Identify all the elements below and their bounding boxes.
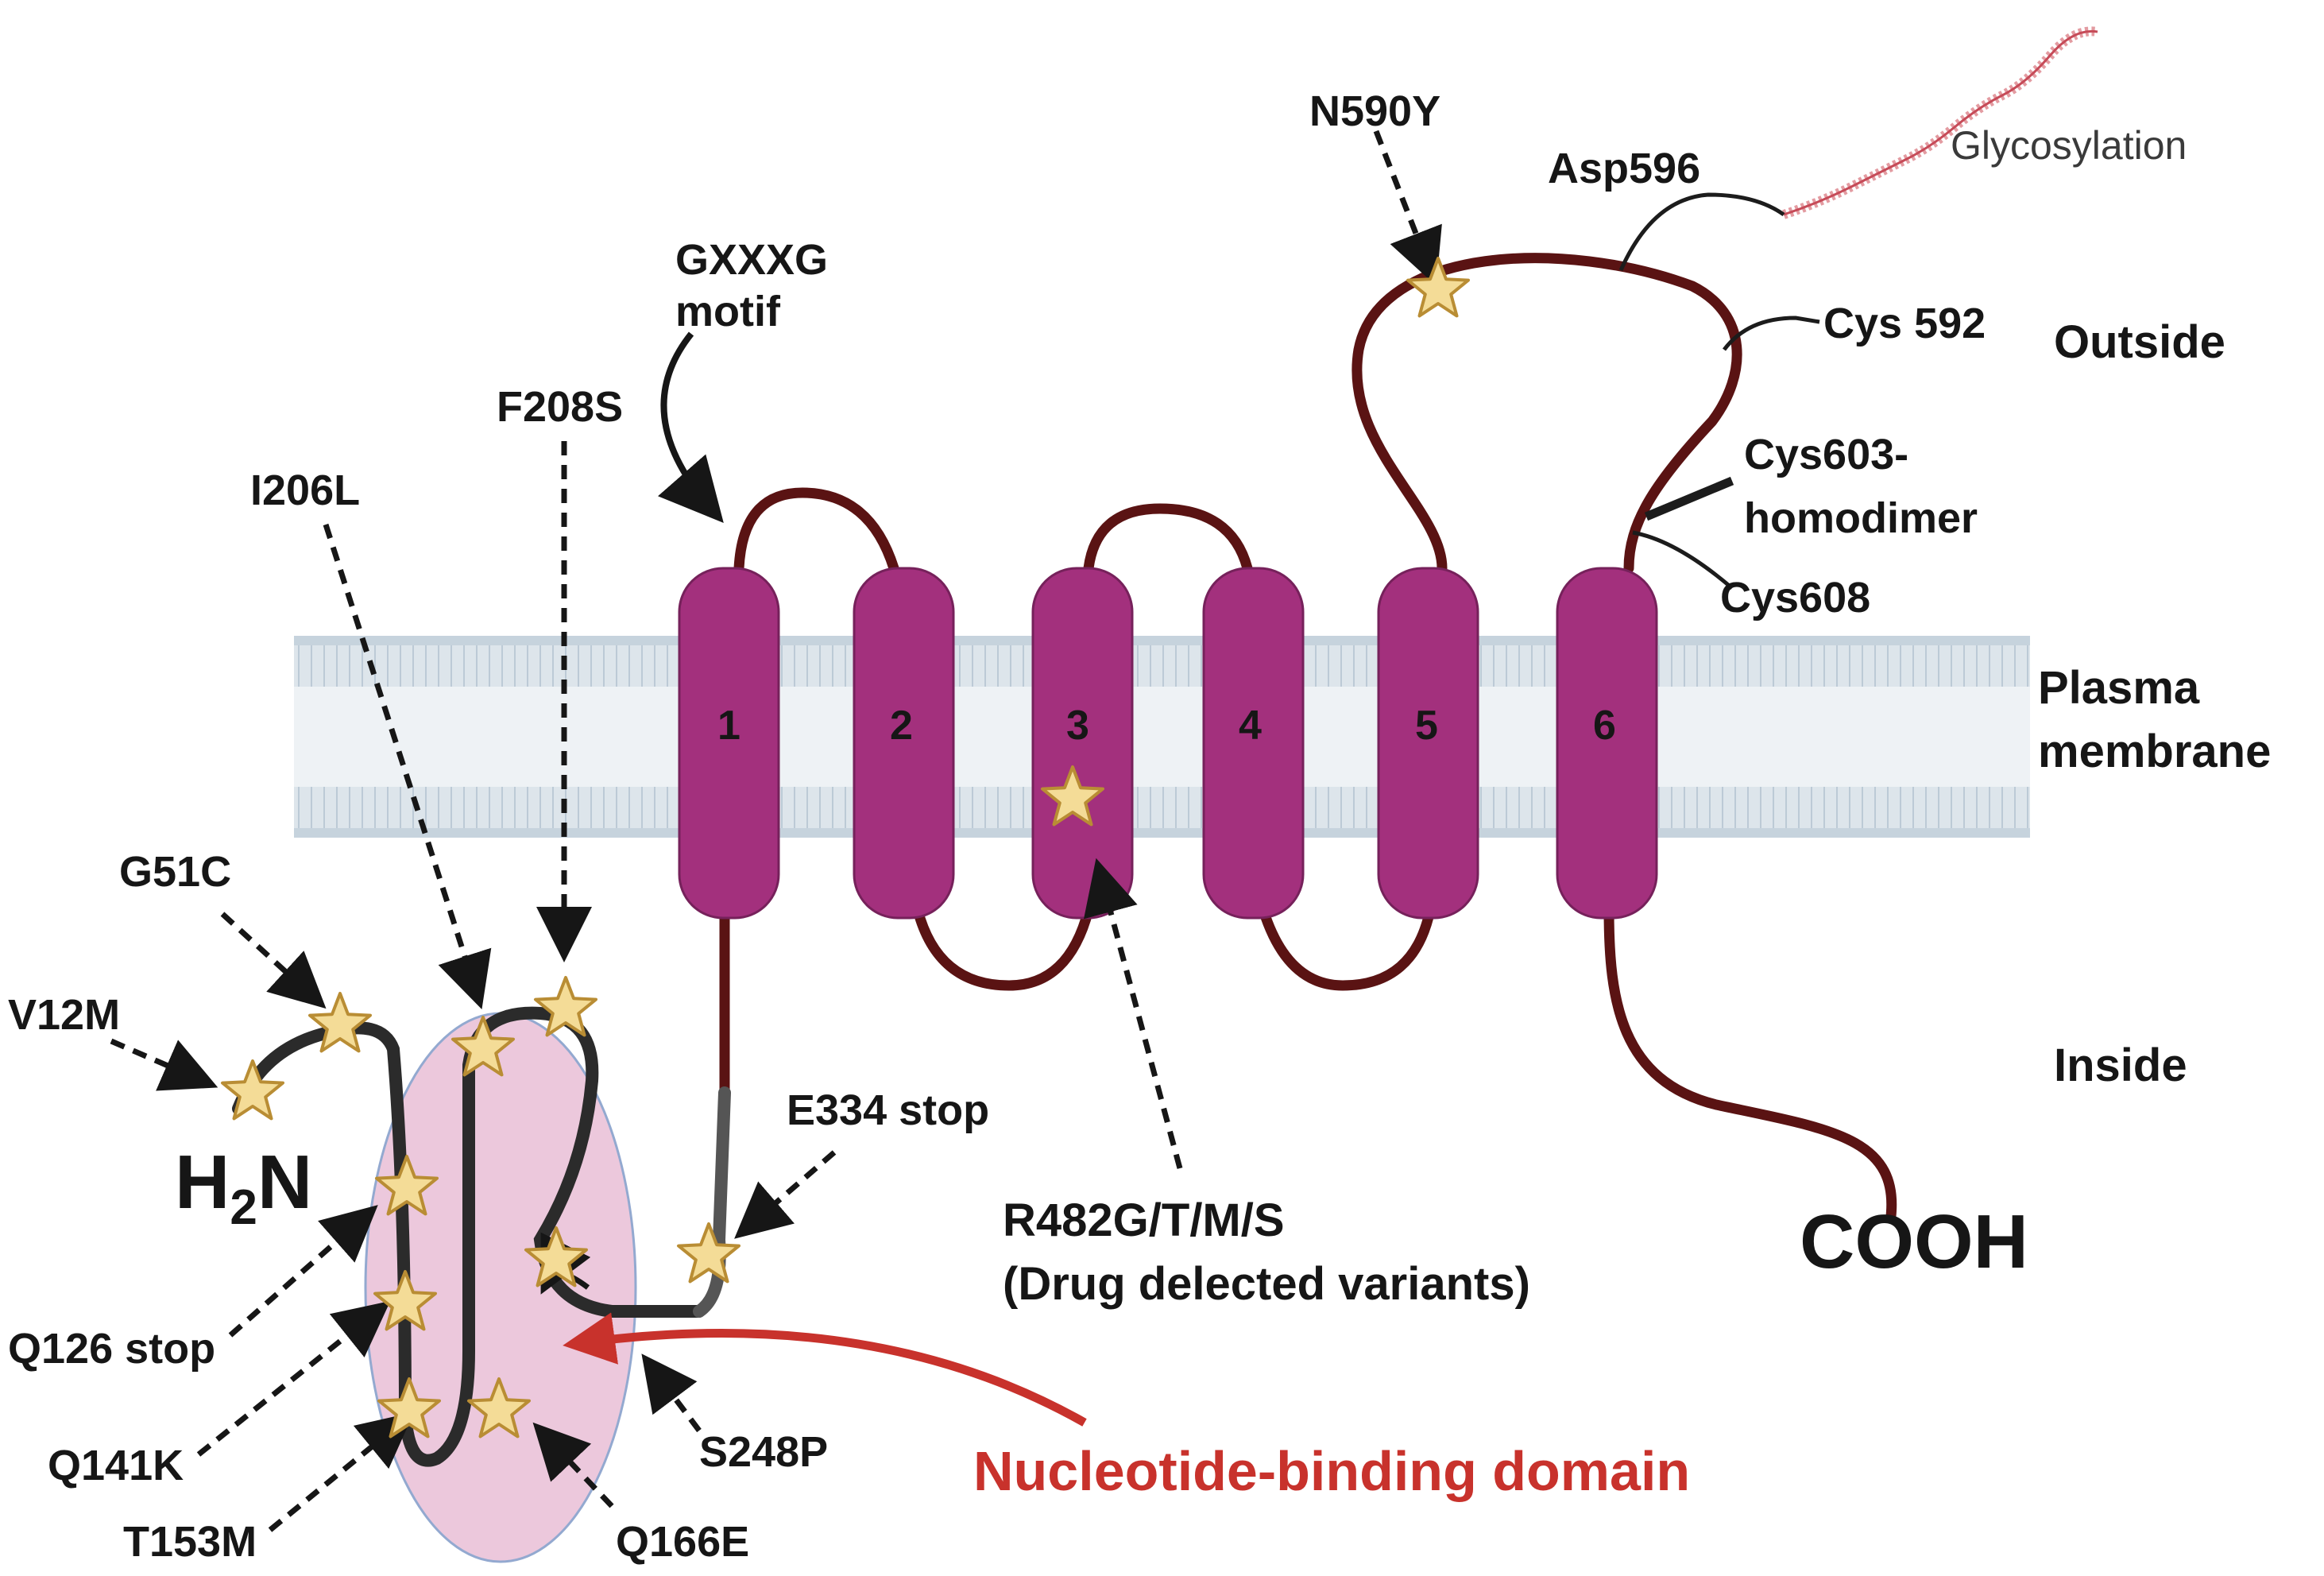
arrow-r482 — [1083, 858, 1183, 1169]
region-membrane-line2: membrane — [2038, 726, 2271, 777]
c-terminus-label: COOH — [1800, 1199, 2028, 1284]
helix-3 — [1031, 567, 1134, 920]
nucleotide-binding-domain — [232, 1006, 731, 1563]
star-q141k — [373, 1270, 437, 1331]
helix-6 — [1556, 567, 1658, 920]
helix-numbers: 1 2 3 4 5 6 — [717, 703, 1616, 749]
arrow-q166e — [532, 1422, 614, 1508]
mutation-stars — [221, 257, 1470, 1439]
arrow-v12m — [110, 1038, 218, 1091]
star-i206l — [451, 1016, 515, 1077]
star-n590y — [1406, 257, 1470, 318]
nbd-chain-link — [693, 1086, 731, 1318]
asp596-label: Asp596 — [1548, 145, 1700, 192]
star-q126 — [375, 1155, 439, 1216]
variant-t153m: T153M — [123, 1518, 257, 1566]
arrow-e334 — [734, 1150, 837, 1239]
region-inside: Inside — [2054, 1040, 2187, 1091]
plasma-membrane — [294, 636, 2030, 838]
n-terminus-label: H2N — [175, 1140, 312, 1235]
n-terminus-h: H — [175, 1140, 230, 1225]
n-terminus-sub: 2 — [230, 1180, 257, 1235]
motif-line1: GXXXG — [675, 236, 828, 284]
transmembrane-helices — [678, 567, 1658, 920]
variant-n590y: N590Y — [1309, 87, 1440, 135]
helix-number-1: 1 — [717, 703, 741, 749]
variant-g51c: G51C — [119, 848, 231, 896]
helix-4 — [1202, 567, 1305, 920]
termini-labels: H2N COOH — [175, 1140, 2028, 1284]
star-v12m — [221, 1059, 284, 1121]
star-t153m — [377, 1377, 441, 1439]
glycosylation-label: Glycosylation — [1951, 123, 2187, 168]
arrow-s248p — [641, 1353, 702, 1433]
protein-loops — [719, 253, 1897, 1222]
c-terminal-tail — [1603, 904, 1897, 1222]
star-r482 — [1041, 765, 1104, 827]
helix-number-3: 3 — [1066, 703, 1089, 749]
star-g51c — [308, 992, 372, 1053]
helix-number-4: 4 — [1239, 703, 1262, 749]
region-outside: Outside — [2054, 316, 2225, 368]
nbd-chain — [232, 1006, 706, 1467]
arrow-q141k — [196, 1300, 391, 1457]
star-f208s — [534, 976, 597, 1037]
arrow-q126 — [228, 1205, 378, 1338]
nucleotide-binding-domain-label: Nucleotide-binding domain — [973, 1440, 1690, 1502]
region-labels: Outside Plasma membrane Inside — [2038, 316, 2271, 1091]
star-q166e — [467, 1377, 531, 1439]
star-s248p — [524, 1226, 588, 1288]
n-terminus-n: N — [257, 1140, 312, 1225]
variant-labels: N590Y F208S I206L G51C V12M E334 stop R4… — [8, 87, 1530, 1566]
helix-5 — [1377, 567, 1479, 920]
motif-line2: motif — [675, 288, 781, 335]
variant-i206l: I206L — [250, 467, 360, 514]
variant-e334stop: E334 stop — [787, 1086, 989, 1134]
cys603-line1: Cys603- — [1744, 431, 1908, 478]
region-membrane-line1: Plasma — [2038, 662, 2200, 714]
site-labels: GXXXG motif Asp596 Cys 592 Cys603- homod… — [675, 123, 2187, 621]
variant-q126stop: Q126 stop — [8, 1325, 215, 1373]
cys608-label: Cys608 — [1720, 574, 1870, 621]
variant-r482-line2: (Drug delected variants) — [1003, 1258, 1530, 1310]
loop-4-5 — [1258, 904, 1436, 991]
cys603-line2: homodimer — [1744, 494, 1978, 542]
helix-number-5: 5 — [1415, 703, 1438, 749]
arrow-n590y — [1373, 130, 1442, 286]
loop-2-3 — [912, 904, 1094, 991]
star-e334 — [677, 1222, 741, 1284]
variant-s248p: S248P — [699, 1428, 828, 1476]
helix-number-6: 6 — [1593, 703, 1616, 749]
variant-v12m: V12M — [8, 991, 120, 1039]
loop-5-6 — [1351, 253, 1742, 574]
arrow-nbd — [563, 1312, 1087, 1427]
glycosylation-chain — [1782, 26, 2098, 219]
variant-f208s: F208S — [497, 383, 623, 431]
variant-q141k: Q141K — [48, 1442, 184, 1489]
helix-1 — [678, 567, 780, 920]
cys592-label: Cys 592 — [1823, 300, 1986, 347]
arrow-gxxxg — [658, 331, 724, 524]
helix-number-2: 2 — [890, 703, 913, 749]
arrow-t153m — [268, 1411, 415, 1532]
arrow-i206l — [323, 523, 492, 1009]
variant-arrows — [110, 130, 1442, 1532]
loop-3-4 — [1083, 503, 1253, 574]
arrow-g51c — [220, 912, 327, 1009]
loop-1-2 — [733, 487, 899, 574]
variant-q166e: Q166E — [616, 1518, 749, 1566]
helix-2 — [853, 567, 955, 920]
site-connectors — [1618, 192, 1820, 590]
variant-r482-line1: R482G/T/M/S — [1003, 1195, 1285, 1246]
